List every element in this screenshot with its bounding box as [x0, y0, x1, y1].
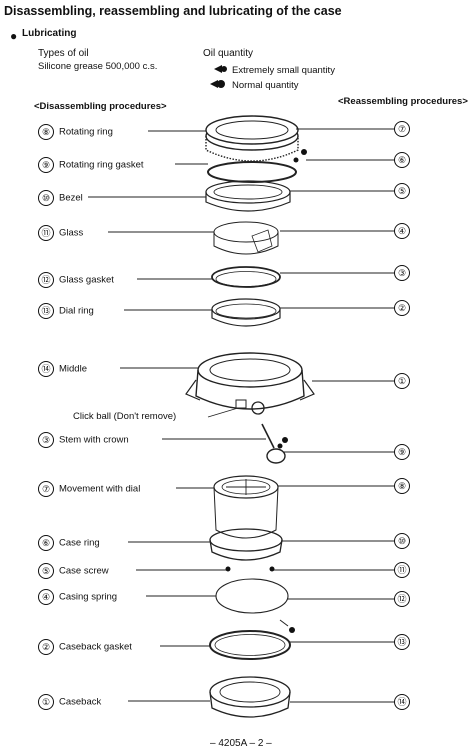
disassembling-heading: <Disassembling procedures> — [34, 101, 167, 112]
oil-point-icon — [293, 157, 299, 163]
section-bullet: ● — [10, 29, 18, 43]
part-name: Movement with dial — [59, 483, 141, 495]
oil-quantity-small: Extremely small quantity — [232, 65, 335, 76]
reassembly-step: ⑭ — [394, 694, 410, 710]
part-label-case-ring: ⑥ Case ring — [38, 535, 100, 551]
oil-types-heading: Types of oil — [38, 48, 89, 59]
part-name: Case ring — [59, 537, 100, 549]
part-name: Case screw — [59, 565, 109, 577]
oil-quantity-heading: Oil quantity — [203, 48, 254, 59]
rotating-ring-gasket-drawing — [207, 161, 297, 183]
reassembly-step: ⑪ — [394, 562, 410, 578]
part-number: ① — [38, 694, 54, 710]
part-number: ⑤ — [38, 563, 54, 579]
part-number: ③ — [38, 432, 54, 448]
reassembly-step: ⑫ — [394, 591, 410, 607]
page-number: – 4205A – 2 – — [210, 738, 272, 749]
part-label-rotating-ring-gasket: ⑨ Rotating ring gasket — [38, 157, 144, 173]
part-number: ⑩ — [38, 190, 54, 206]
part-name: Caseback gasket — [59, 641, 132, 653]
reassembly-step: ① — [394, 373, 410, 389]
caseback-drawing — [209, 676, 291, 718]
reassembly-step: ④ — [394, 223, 410, 239]
part-label-casing-spring: ④ Casing spring — [38, 589, 117, 605]
part-label-rotating-ring: ⑧ Rotating ring — [38, 124, 113, 140]
part-number: ⑥ — [38, 535, 54, 551]
section-label: Lubricating — [22, 28, 77, 39]
case-screw-drawing — [225, 566, 231, 572]
part-label-stem-crown: ③ Stem with crown — [38, 432, 129, 448]
part-number: ⑨ — [38, 157, 54, 173]
reassembly-step: ⑦ — [394, 121, 410, 137]
reassembly-step: ⑨ — [394, 444, 410, 460]
page-title: Disassembling, reassembling and lubricat… — [4, 4, 342, 18]
dial-ring-drawing — [211, 298, 281, 327]
part-name: Dial ring — [59, 305, 94, 317]
part-name: Rotating ring gasket — [59, 159, 144, 171]
part-name: Bezel — [59, 192, 83, 204]
bezel-drawing — [205, 180, 291, 212]
part-name: Caseback — [59, 696, 102, 708]
part-name: Glass — [59, 227, 84, 239]
reassembly-step: ⑩ — [394, 533, 410, 549]
case-ring-drawing — [209, 528, 283, 561]
part-number: ⑦ — [38, 481, 54, 497]
part-label-glass-gasket: ⑫ Glass gasket — [38, 272, 114, 288]
stem-crown-drawing — [261, 423, 288, 464]
part-label-caseback: ① Caseback — [38, 694, 101, 710]
part-number: ⑬ — [38, 303, 54, 319]
part-label-movement-dial: ⑦ Movement with dial — [38, 481, 140, 497]
reassembly-step: ⑬ — [394, 634, 410, 650]
part-label-case-screw: ⑤ Case screw — [38, 563, 109, 579]
part-label-dial-ring: ⑬ Dial ring — [38, 303, 94, 319]
part-number: ⑫ — [38, 272, 54, 288]
part-name: Click ball (Don't remove) — [73, 411, 177, 422]
oil-type-value: Silicone grease 500,000 c.s. — [38, 61, 158, 72]
part-name: Casing spring — [59, 591, 118, 603]
part-name: Middle — [59, 363, 87, 375]
part-number: ⑧ — [38, 124, 54, 140]
part-label-glass: ⑪ Glass — [38, 225, 83, 241]
reassembly-step: ⑥ — [394, 152, 410, 168]
reassembly-step: ⑧ — [394, 478, 410, 494]
reassembling-heading: <Reassembling procedures> — [338, 96, 468, 107]
part-name: Glass gasket — [59, 274, 114, 286]
reassembly-step: ⑤ — [394, 183, 410, 199]
glass-gasket-drawing — [211, 266, 281, 288]
oil-drop-normal-icon — [210, 80, 225, 88]
caseback-gasket-drawing — [209, 630, 291, 660]
oil-point-icon — [301, 149, 307, 155]
part-label-click-ball: Click ball (Don't remove) — [73, 411, 176, 422]
middle-case-drawing — [185, 352, 315, 415]
part-number: ⑪ — [38, 225, 54, 241]
reassembly-step: ③ — [394, 265, 410, 281]
part-number: ② — [38, 639, 54, 655]
case-screw-drawing — [269, 566, 275, 572]
rotating-ring-drawing — [205, 115, 299, 162]
part-number: ④ — [38, 589, 54, 605]
reassembly-step: ② — [394, 300, 410, 316]
oil-quantity-normal: Normal quantity — [232, 80, 299, 91]
part-number: ⑭ — [38, 361, 54, 377]
part-label-bezel: ⑩ Bezel — [38, 190, 83, 206]
movement-dial-drawing — [213, 475, 279, 539]
glass-drawing — [213, 221, 279, 255]
part-name: Rotating ring — [59, 126, 113, 138]
part-label-caseback-gasket: ② Caseback gasket — [38, 639, 132, 655]
part-name: Stem with crown — [59, 434, 129, 446]
oil-drop-small-icon — [214, 65, 227, 73]
casing-spring-drawing — [215, 578, 289, 614]
part-label-middle: ⑭ Middle — [38, 361, 87, 377]
